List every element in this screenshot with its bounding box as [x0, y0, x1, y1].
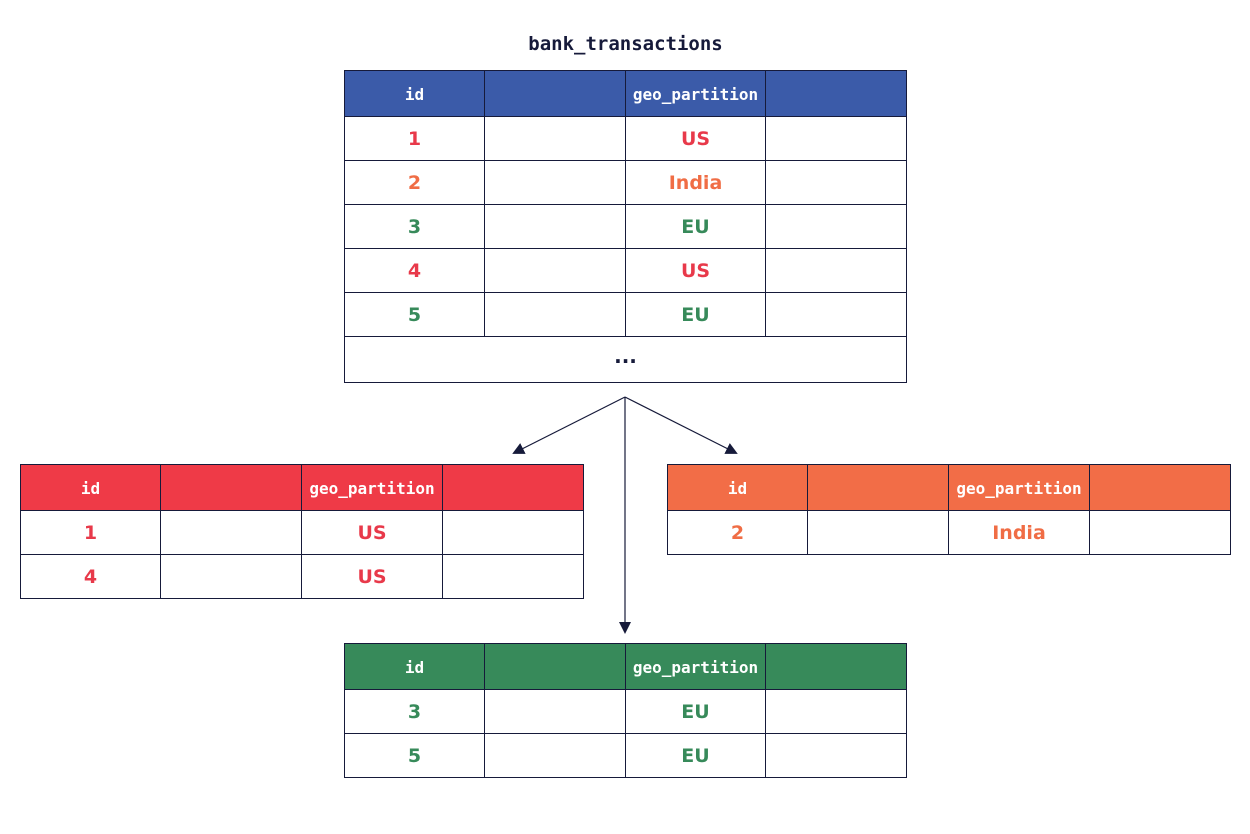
id-cell: 3 [344, 689, 485, 734]
id-cell: 4 [344, 248, 485, 293]
bank-transactions-table: id geo_partition 1 US 2 India 3 EU 4 US … [344, 70, 907, 383]
geo-cell: US [625, 116, 766, 161]
ellipsis: ... [344, 336, 907, 383]
india-partition-table: id geo_partition 2 India [667, 464, 1231, 555]
id-cell: 4 [20, 554, 161, 599]
ellipsis-row: ... [344, 336, 907, 383]
table-row: 2 India [667, 510, 1231, 555]
table-row: 3 EU [344, 689, 907, 734]
id-cell: 1 [20, 510, 161, 555]
empty-cell [442, 554, 584, 599]
table-row: 2 India [344, 160, 907, 205]
empty-cell [484, 689, 626, 734]
diagram-title: bank_transactions [528, 33, 723, 55]
empty-cell [765, 689, 907, 734]
geo-cell: India [948, 510, 1090, 555]
empty-header [765, 70, 907, 117]
geo-cell: US [301, 510, 443, 555]
table-header-row: id geo_partition [20, 464, 584, 511]
empty-header [442, 464, 584, 511]
geo-partition-header: geo_partition [301, 464, 443, 511]
empty-cell [765, 292, 907, 337]
empty-cell [484, 204, 626, 249]
geo-cell: EU [625, 292, 766, 337]
empty-header [1089, 464, 1231, 511]
empty-cell [484, 733, 626, 778]
empty-header [484, 70, 626, 117]
arrow-to-india [624, 396, 738, 454]
geo-cell: EU [625, 689, 766, 734]
id-header: id [20, 464, 161, 511]
empty-cell [765, 733, 907, 778]
geo-cell: India [625, 160, 766, 205]
id-cell: 2 [667, 510, 808, 555]
empty-cell [442, 510, 584, 555]
eu-partition-table: id geo_partition 3 EU 5 EU [344, 643, 907, 778]
table-header-row: id geo_partition [667, 464, 1231, 511]
table-row: 5 EU [344, 733, 907, 778]
us-partition-table: id geo_partition 1 US 4 US [20, 464, 584, 599]
table-row: 5 EU [344, 292, 907, 337]
empty-cell [484, 160, 626, 205]
empty-header [807, 464, 949, 511]
table-row: 4 US [20, 554, 584, 599]
empty-cell [160, 510, 302, 555]
id-cell: 2 [344, 160, 485, 205]
empty-header [484, 643, 626, 690]
id-header: id [667, 464, 808, 511]
geo-cell: US [301, 554, 443, 599]
id-cell: 5 [344, 733, 485, 778]
table-header-row: id geo_partition [344, 643, 907, 690]
empty-header [765, 643, 907, 690]
table-row: 3 EU [344, 204, 907, 249]
table-header-row: id geo_partition [344, 70, 907, 117]
empty-cell [765, 204, 907, 249]
id-cell: 5 [344, 292, 485, 337]
id-header: id [344, 643, 485, 690]
geo-partition-header: geo_partition [625, 643, 766, 690]
id-cell: 1 [344, 116, 485, 161]
geo-partition-header: geo_partition [948, 464, 1090, 511]
table-row: 1 US [344, 116, 907, 161]
table-row: 1 US [20, 510, 584, 555]
geo-cell: EU [625, 733, 766, 778]
geo-cell: US [625, 248, 766, 293]
arrow-to-us [512, 396, 626, 454]
empty-header [160, 464, 302, 511]
empty-cell [765, 116, 907, 161]
empty-cell [160, 554, 302, 599]
id-cell: 3 [344, 204, 485, 249]
empty-cell [1089, 510, 1231, 555]
geo-cell: EU [625, 204, 766, 249]
empty-cell [807, 510, 949, 555]
